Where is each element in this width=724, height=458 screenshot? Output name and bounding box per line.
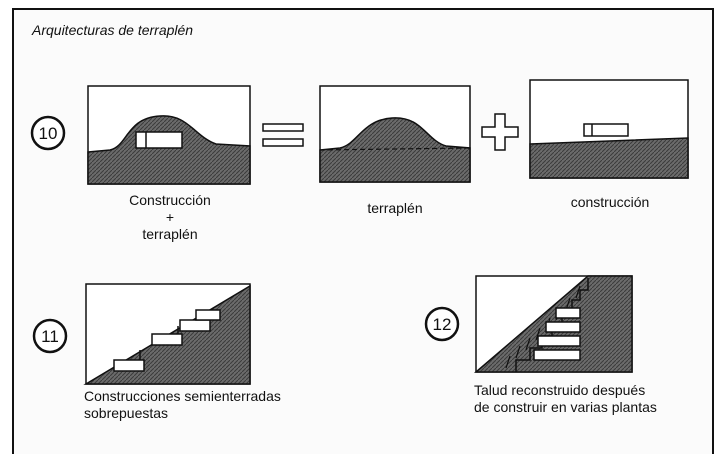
number-10: 10 <box>39 124 58 143</box>
embankment-shape <box>319 117 471 183</box>
ground-line <box>319 147 471 151</box>
label-11-line2: sobrepuestas <box>84 405 169 421</box>
figure-title: Arquitecturas de terraplén <box>32 22 194 38</box>
label-12-line2: de construir en varias plantas <box>474 399 657 415</box>
ground-mass <box>529 137 689 179</box>
floor-4 <box>555 307 581 319</box>
plus-symbol <box>481 113 519 151</box>
label-construction: Construcción <box>129 192 211 208</box>
label-construccion: construcción <box>570 194 650 210</box>
number-11: 11 <box>41 327 59 346</box>
building-box <box>135 131 183 149</box>
label-construction-embankment: Construcción + terraplén <box>100 192 240 243</box>
equals-symbol <box>262 123 304 147</box>
building-box-small <box>583 123 629 137</box>
floor-1 <box>533 349 581 361</box>
number-10-badge: 10 <box>30 115 66 151</box>
panel-construction-plus-embankment <box>87 85 251 185</box>
embankment-mound <box>87 115 251 185</box>
terrace-building-3 <box>179 319 211 332</box>
label-embankment: terraplén <box>142 226 198 242</box>
terrace-building-2 <box>151 333 183 346</box>
label-plus: + <box>165 209 175 225</box>
number-11-badge: 11 <box>32 318 68 354</box>
number-12-badge: 12 <box>424 306 460 342</box>
terrace-building-4 <box>195 309 221 321</box>
label-terraplen: terraplén <box>367 200 423 216</box>
panel-reconstructed-slope <box>473 275 633 373</box>
label-12: Talud reconstruido después de construir … <box>474 382 694 416</box>
label-11: Construcciones semienterradas sobrepuest… <box>84 388 324 422</box>
label-11-line1: Construcciones semienterradas <box>84 388 281 404</box>
panel-stacked-semi-buried <box>83 283 251 385</box>
number-12: 12 <box>433 315 452 334</box>
label-12-line1: Talud reconstruido después <box>474 382 646 398</box>
panel-construction <box>529 79 689 179</box>
floor-3 <box>545 321 581 333</box>
floor-2 <box>537 335 581 347</box>
terrace-building-1 <box>113 359 145 372</box>
panel-embankment <box>319 85 471 183</box>
